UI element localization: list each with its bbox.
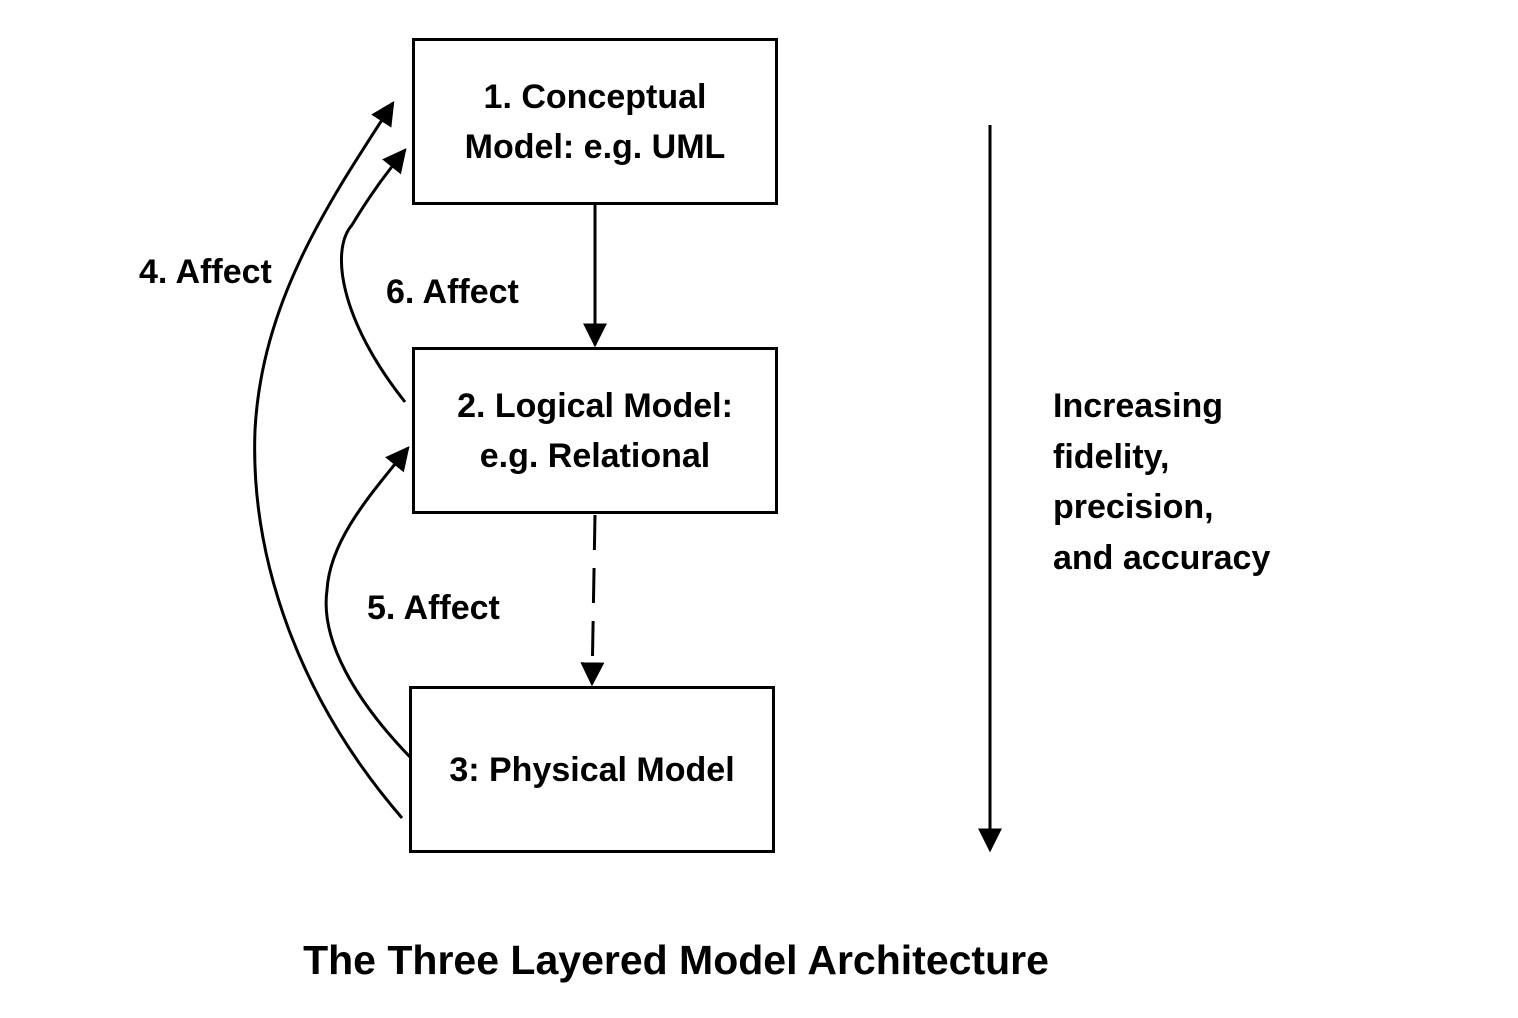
- arrow-logical-to-physical-dashed: [580, 514, 605, 687]
- arrow-affect-6: [340, 148, 407, 403]
- physical-model-line1: 3: Physical Model: [449, 750, 735, 789]
- conceptual-model-line1: 1. Conceptual: [483, 77, 707, 116]
- fidelity-note-line: and accuracy: [1053, 538, 1271, 577]
- arrow-affect-5: [324, 446, 412, 759]
- fidelity-note-line: Increasing: [1053, 387, 1224, 425]
- logical-model-line2: e.g. Relational: [479, 436, 711, 475]
- fidelity-note-line: fidelity,: [1053, 437, 1170, 476]
- conceptual-model-line2: Model: e.g. UML: [464, 127, 726, 166]
- conceptual-model-box: 1. Conceptual Model: e.g. UML: [412, 38, 778, 205]
- logical-model-box: 2. Logical Model: e.g. Relational: [412, 347, 778, 514]
- diagram-title: The Three Layered Model Architecture: [303, 937, 1049, 983]
- physical-model-box: 3: Physical Model: [409, 686, 775, 853]
- affect-5-label: 5. Affect: [367, 589, 500, 627]
- arrow-affect-4: [253, 100, 404, 819]
- affect-6-label: 6. Affect: [386, 273, 519, 311]
- fidelity-note-line: precision,: [1053, 488, 1214, 526]
- logical-model-line1: 2. Logical Model:: [457, 386, 733, 425]
- fidelity-note: Increasing fidelity, precision, and accu…: [1053, 381, 1270, 583]
- affect-4-label: 4. Affect: [139, 253, 272, 291]
